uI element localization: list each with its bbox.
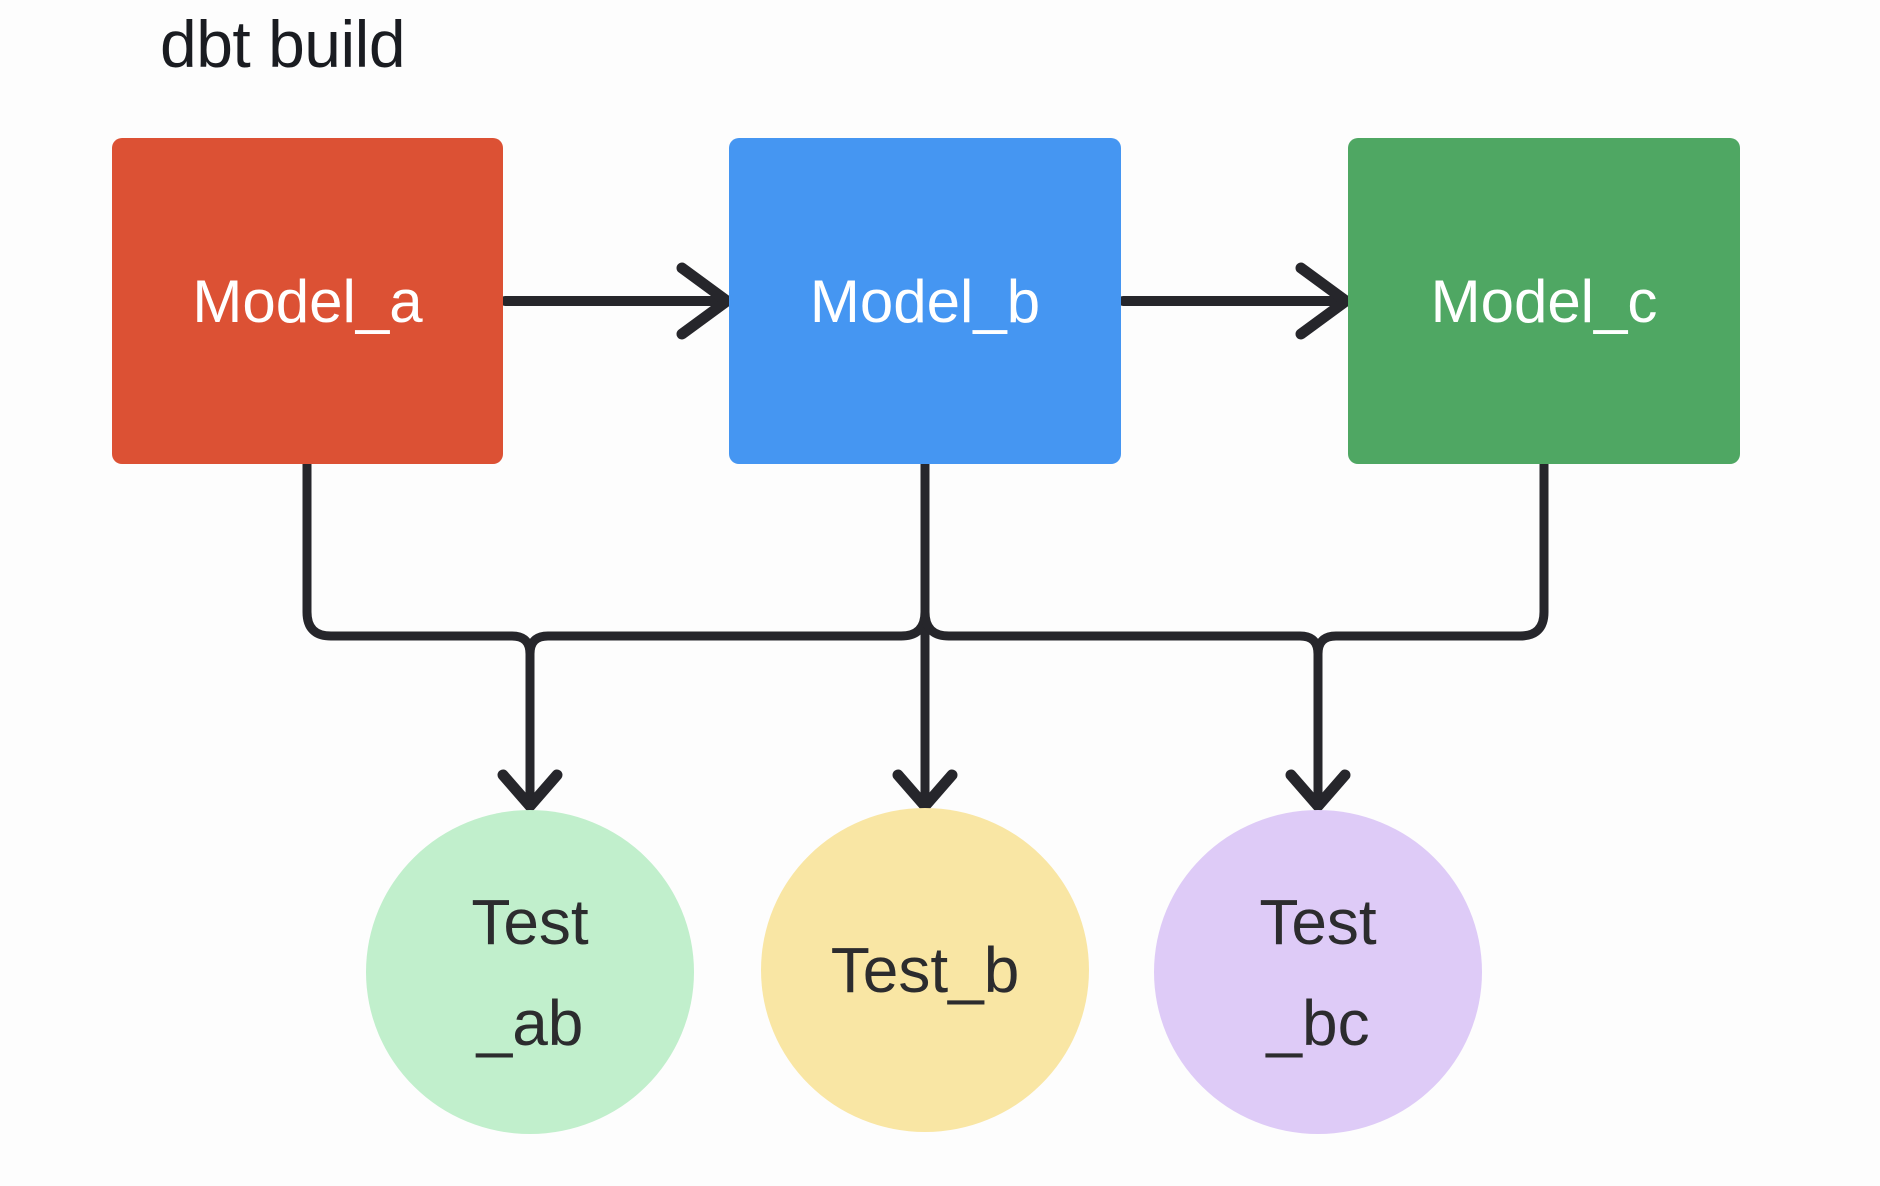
diagram-title: dbt build <box>160 7 406 81</box>
node-test-ab-label-line1: Test <box>471 885 589 958</box>
arrowhead-into-test-bc-icon <box>1285 769 1351 812</box>
node-test-bc-label-line1: Test <box>1259 885 1377 958</box>
node-test-b: Test_b <box>761 808 1089 1132</box>
edge-model-a-to-test-ab <box>302 459 535 811</box>
node-model-b: Model_b <box>729 138 1121 464</box>
node-model-a: Model_a <box>112 138 503 464</box>
node-test-b-label: Test_b <box>830 934 1020 1006</box>
node-test-bc: Test _bc <box>1154 810 1482 1134</box>
edge-model-b-to-test-ab <box>525 459 930 811</box>
node-test-ab: Test _ab <box>366 810 694 1134</box>
edge-model-c-to-test-bc <box>1313 459 1549 811</box>
node-test-bc-label-line2: _bc <box>1266 986 1370 1059</box>
edge-model-b-to-test-bc <box>920 459 1323 811</box>
arrowhead-into-model-c-icon <box>1295 262 1352 340</box>
node-model-c: Model_c <box>1348 138 1740 464</box>
node-model-a-label: Model_a <box>192 267 423 335</box>
node-test-ab-label-line2: _ab <box>476 986 584 1059</box>
arrowhead-into-test-ab-icon <box>497 769 563 812</box>
arrowhead-into-test-b-icon <box>892 769 958 812</box>
arrowhead-into-model-b-icon <box>676 262 733 340</box>
node-model-c-label: Model_c <box>1430 267 1658 335</box>
node-model-b-label: Model_b <box>809 267 1041 335</box>
